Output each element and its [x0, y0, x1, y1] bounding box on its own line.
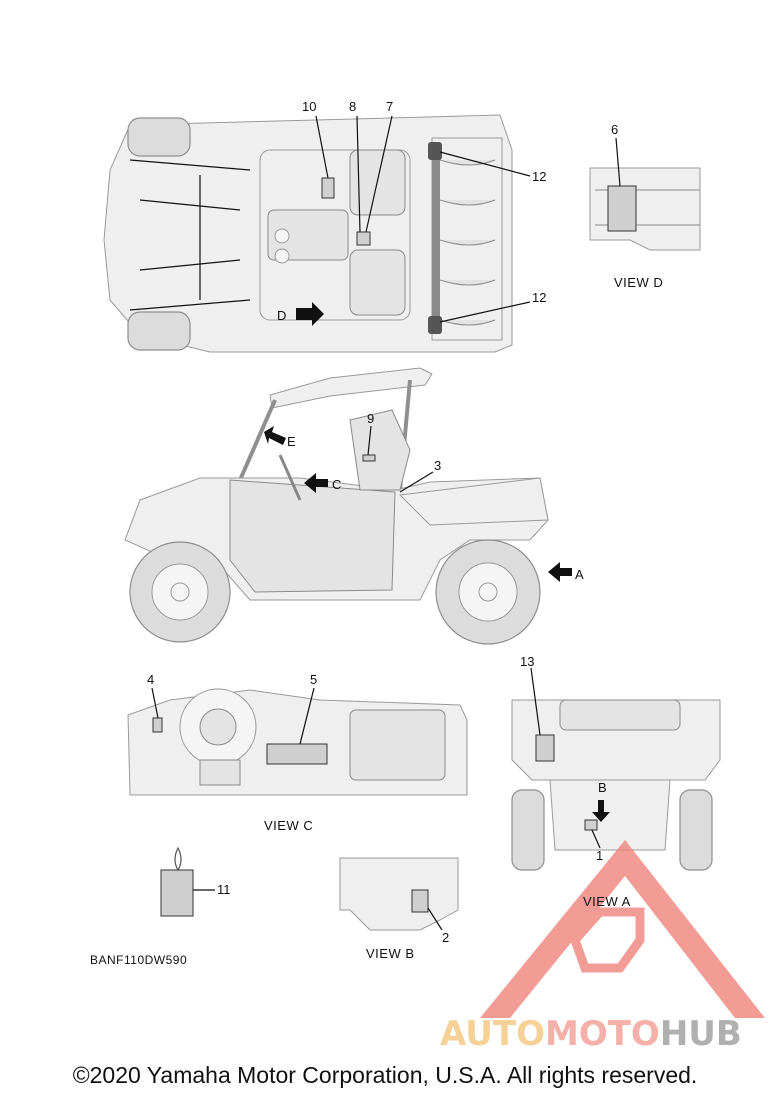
label-11-box [160, 869, 194, 917]
diagram-code: BANF110DW590 [90, 953, 187, 967]
callout-3: 3 [434, 458, 441, 473]
side-view-vehicle [124, 367, 549, 645]
watermark-triangle-icon [480, 840, 765, 1018]
view-a-arrow-icon [548, 562, 572, 582]
callout-4: 4 [147, 672, 154, 687]
callout-8: 8 [349, 99, 356, 114]
view-d-title: VIEW D [614, 275, 663, 290]
view-b-detail: 2 VIEW B [339, 857, 459, 961]
callout-5: 5 [310, 672, 317, 687]
callout-1: 1 [596, 848, 603, 863]
callout-6: 6 [611, 122, 618, 137]
label-7-8-box [356, 231, 371, 246]
hang-tag-detail: 11 [160, 846, 231, 917]
callout-12-bottom: 12 [532, 290, 546, 305]
view-d-detail: 6 VIEW D [589, 122, 701, 290]
label-9-box [362, 454, 376, 462]
view-c-arrow-letter: C [332, 477, 341, 492]
label-10-box [321, 177, 335, 199]
callout-9: 9 [367, 411, 374, 426]
label-2-box [411, 889, 429, 913]
view-c-arrow-icon [304, 473, 328, 493]
side-view-callouts: 9 3 E C A [264, 411, 584, 582]
callout-10: 10 [302, 99, 316, 114]
watermark-logo: AUTOMOTOHUB [440, 840, 765, 1054]
top-view-vehicle [103, 114, 513, 353]
view-a-arrow-letter: A [575, 567, 584, 582]
view-e-arrow-letter: E [287, 434, 296, 449]
callout-7: 7 [386, 99, 393, 114]
callout-13: 13 [520, 654, 534, 669]
label-5-box [266, 743, 328, 765]
view-e-arrow-icon [264, 426, 286, 445]
callout-12-top: 12 [532, 169, 546, 184]
view-d-arrow-letter: D [277, 308, 286, 323]
view-a-rear: 13 1 B [511, 654, 721, 871]
callout-2: 2 [442, 930, 449, 945]
label-13-box [535, 734, 555, 762]
view-b-arrow-letter: B [598, 780, 607, 795]
view-d-arrow-icon [296, 302, 324, 326]
watermark-text: AUTOMOTOHUB [440, 1014, 742, 1054]
view-c-title: VIEW C [264, 818, 313, 833]
view-b-title: VIEW B [366, 946, 415, 961]
top-view-callouts: 10 8 7 12 12 D [277, 99, 546, 326]
callout-11: 11 [217, 882, 231, 897]
view-a-title: VIEW A [583, 894, 631, 909]
label-1-box [584, 819, 598, 831]
label-6-box [607, 185, 637, 232]
view-c-dashboard: 5 4 VIEW C [127, 672, 468, 833]
view-b-arrow-icon [592, 800, 610, 822]
label-4-box [152, 717, 163, 733]
copyright-notice: ©2020 Yamaha Motor Corporation, U.S.A. A… [72, 1062, 698, 1088]
